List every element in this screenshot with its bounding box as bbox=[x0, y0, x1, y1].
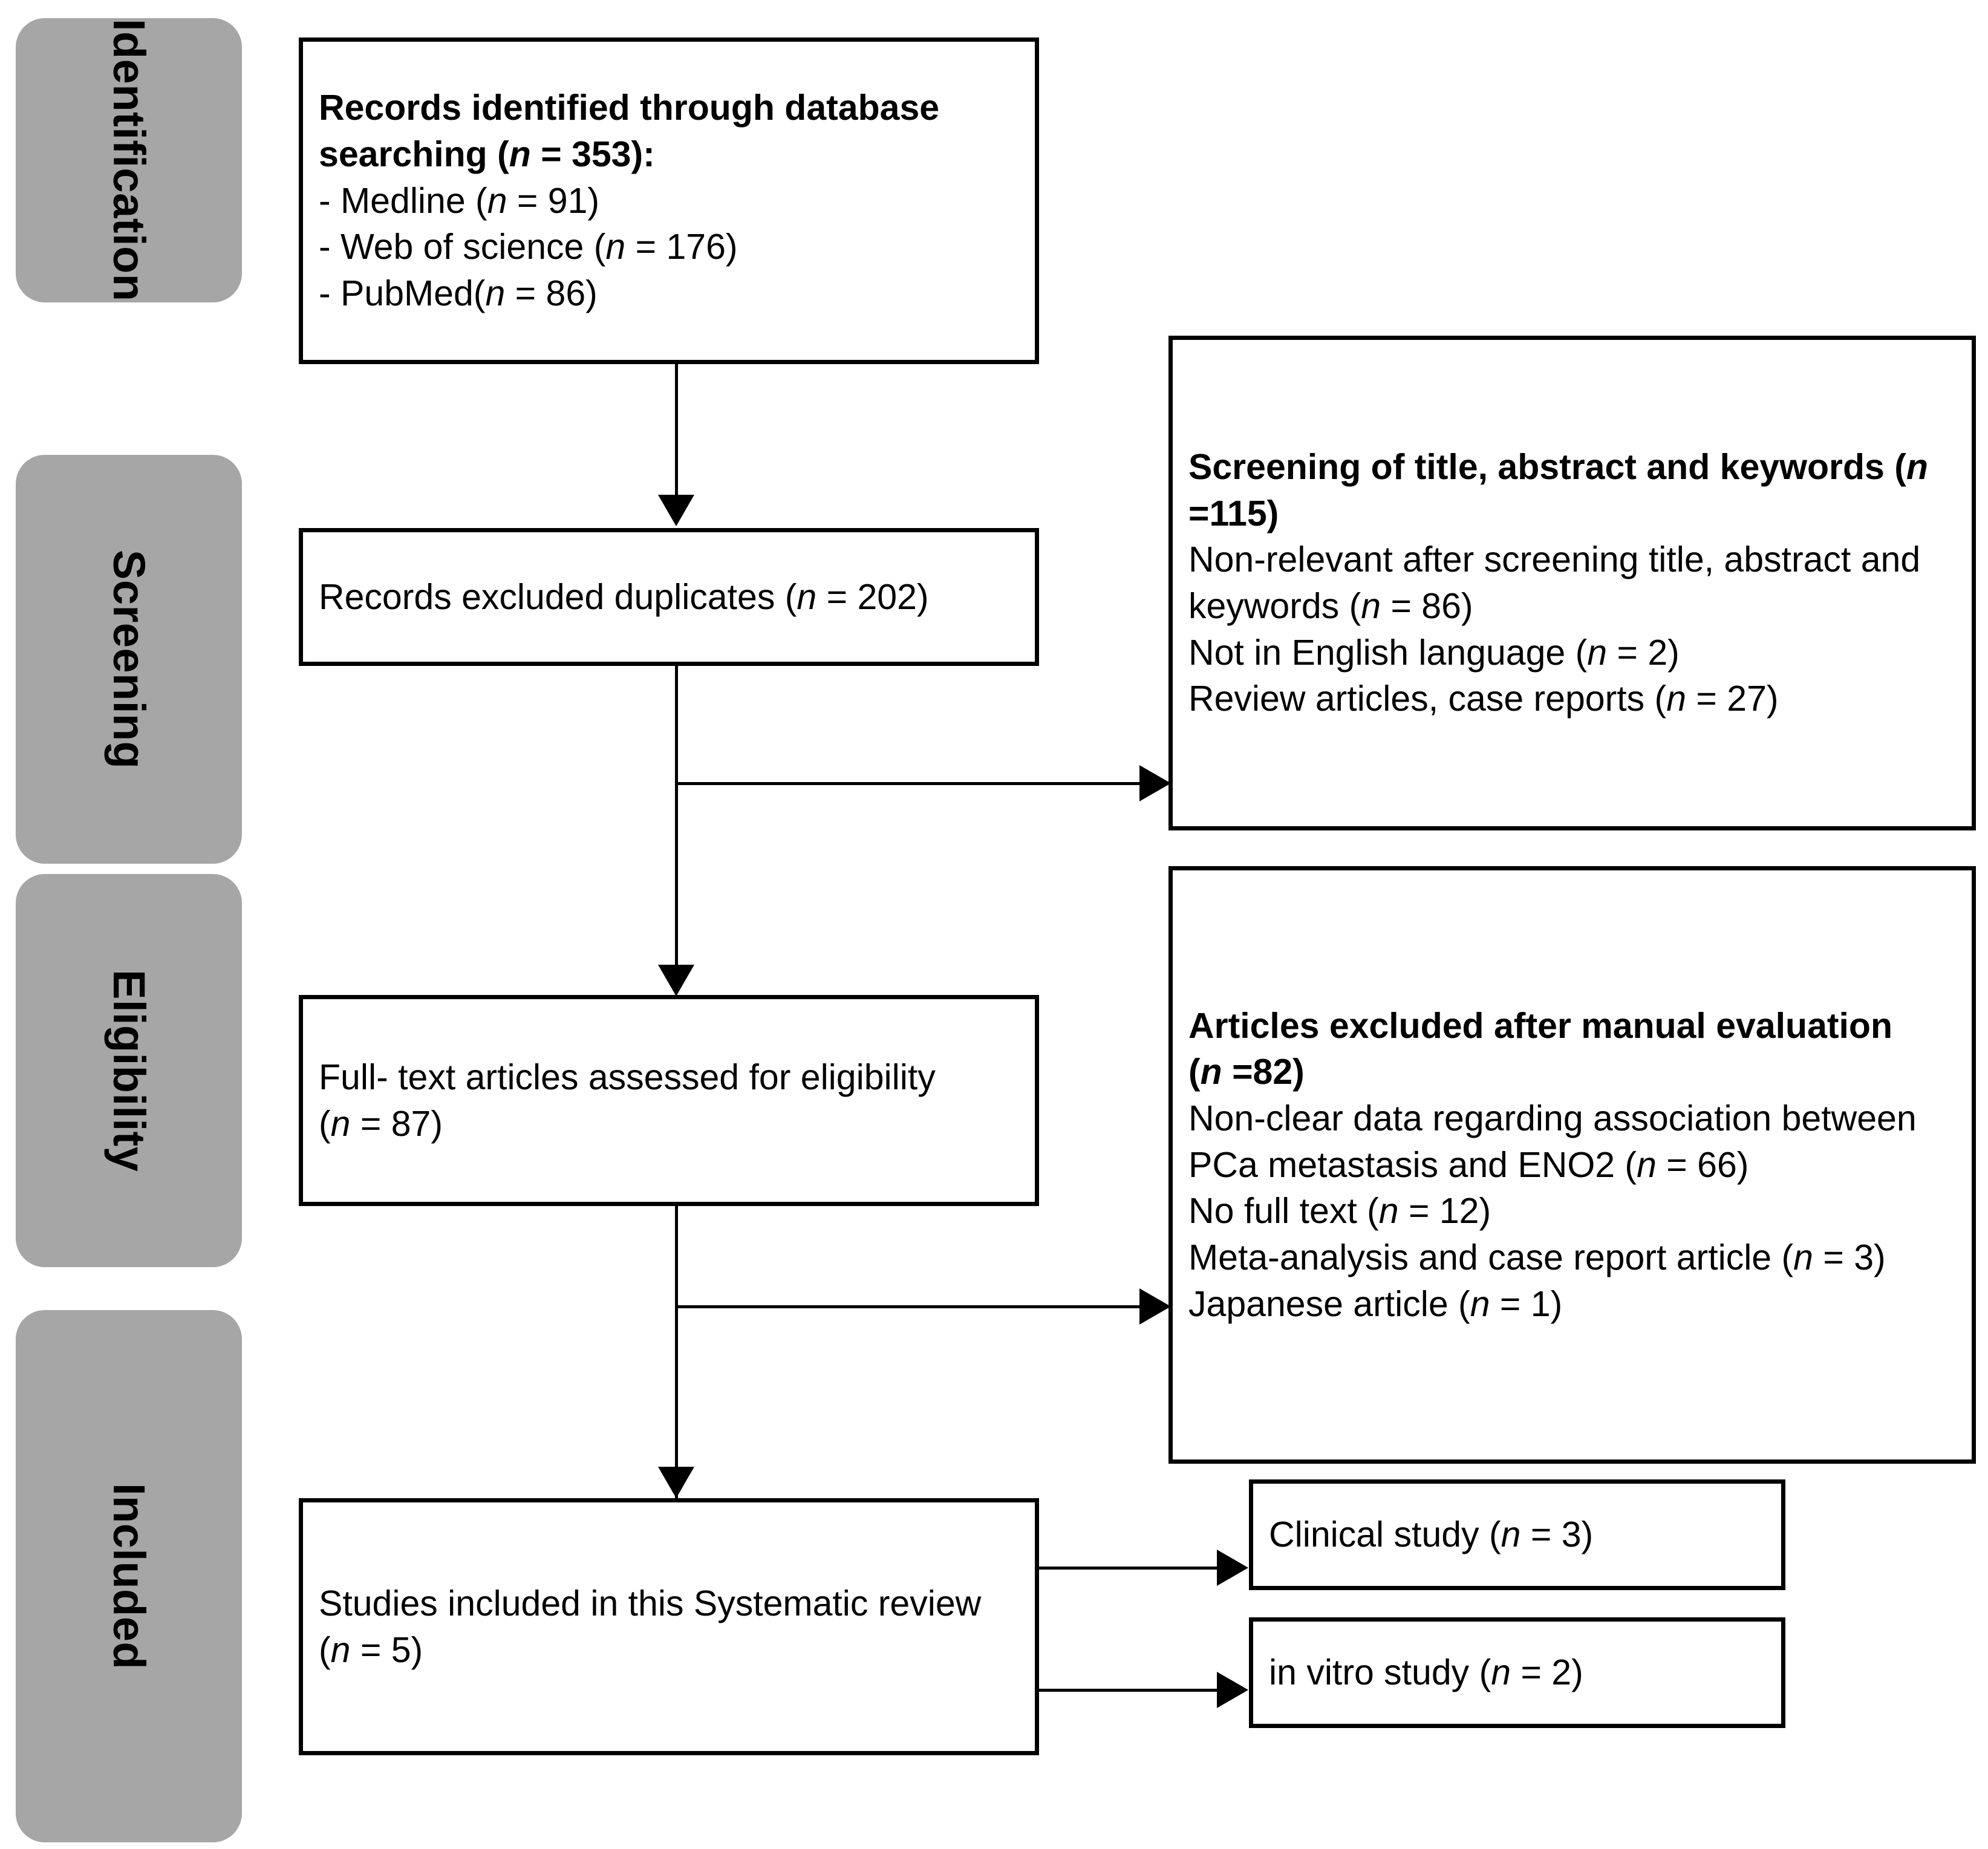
box-records-excluded-duplicates[interactable]: Records excluded duplicates (n = 202) bbox=[299, 528, 1039, 666]
records-identified-source-medline: - Medline (n = 91) bbox=[319, 180, 600, 221]
arrowhead-to-in-vitro-study bbox=[1217, 1672, 1248, 1708]
connector-to-clinical-study bbox=[1035, 1567, 1223, 1570]
box-fulltext-assessed-text: Full- text articles assessed for eligibi… bbox=[303, 1054, 1035, 1147]
phase-label-identification: Identification bbox=[104, 19, 154, 302]
box-manual-excluded-text: Articles excluded after manual evaluatio… bbox=[1173, 1003, 1972, 1328]
arrowhead-duplicates-to-fulltext bbox=[658, 965, 694, 996]
box-manual-excluded[interactable]: Articles excluded after manual evaluatio… bbox=[1168, 866, 1976, 1464]
connector-to-screening-excluded bbox=[675, 782, 1147, 785]
box-included-studies-text: Studies included in this Systematic revi… bbox=[319, 1583, 982, 1670]
box-records-excluded-duplicates-text: Records excluded duplicates (n = 202) bbox=[319, 576, 929, 617]
connector-to-manual-excluded bbox=[675, 1305, 1147, 1308]
box-records-identified[interactable]: Records identified through database sear… bbox=[299, 38, 1039, 364]
phase-bar-identification: Identification bbox=[16, 18, 242, 302]
box-in-vitro-study[interactable]: in vitro study (n = 2) bbox=[1249, 1617, 1785, 1728]
arrowhead-to-manual-excluded bbox=[1139, 1288, 1171, 1325]
connector-to-in-vitro-study bbox=[1035, 1689, 1223, 1692]
manual-excluded-reason-japanese: Japanese article (n = 1) bbox=[1188, 1283, 1563, 1324]
fulltext-assessed-heading: Full- text articles assessed for eligibi… bbox=[319, 1057, 936, 1097]
manual-excluded-reason-meta-analysis: Meta-analysis and case report article (n… bbox=[1188, 1238, 1886, 1278]
connector-duplicates-to-fulltext bbox=[675, 666, 678, 967]
connector-identified-to-duplicates bbox=[675, 363, 678, 497]
arrowhead-fulltext-to-included bbox=[658, 1467, 694, 1498]
fulltext-assessed-count: (n = 87) bbox=[319, 1103, 443, 1144]
records-identified-source-pubmed: - PubMed(n = 86) bbox=[319, 273, 598, 314]
screening-excluded-reason-reviews: Review articles, case reports (n = 27) bbox=[1188, 679, 1779, 719]
records-identified-source-web-of-science: - Web of science (n = 176) bbox=[319, 227, 738, 267]
box-clinical-study[interactable]: Clinical study (n = 3) bbox=[1249, 1479, 1785, 1590]
arrowhead-to-screening-excluded bbox=[1139, 765, 1171, 801]
connector-fulltext-to-included bbox=[675, 1206, 678, 1502]
box-in-vitro-study-text: in vitro study (n = 2) bbox=[1269, 1652, 1583, 1693]
box-fulltext-assessed[interactable]: Full- text articles assessed for eligibi… bbox=[299, 995, 1039, 1206]
phase-bar-included: Included bbox=[16, 1310, 242, 1842]
manual-excluded-reason-no-full-text: No full text (n = 12) bbox=[1188, 1191, 1491, 1231]
manual-excluded-reason-non-clear-data: Non-clear data regarding association bet… bbox=[1188, 1098, 1927, 1185]
box-screening-excluded[interactable]: Screening of title, abstract and keyword… bbox=[1168, 336, 1976, 830]
phase-label-included: Included bbox=[104, 1482, 154, 1670]
phase-bar-eligibility: Eligibility bbox=[16, 874, 242, 1267]
manual-excluded-count: (n =82) bbox=[1188, 1052, 1305, 1092]
phase-label-eligibility: Eligibility bbox=[104, 969, 154, 1172]
phase-label-screening: Screening bbox=[104, 549, 154, 769]
screening-excluded-reason-not-english: Not in English language (n = 2) bbox=[1188, 632, 1680, 673]
arrowhead-identified-to-duplicates bbox=[658, 495, 694, 526]
screening-excluded-reason-non-relevant: Non-relevant after screening title, abst… bbox=[1188, 540, 1931, 626]
arrowhead-to-clinical-study bbox=[1217, 1550, 1248, 1586]
box-clinical-study-text: Clinical study (n = 3) bbox=[1269, 1515, 1594, 1555]
manual-excluded-heading: Articles excluded after manual evaluatio… bbox=[1188, 1005, 1893, 1046]
records-identified-heading: Records identified through database sear… bbox=[319, 88, 950, 174]
box-screening-excluded-text: Screening of title, abstract and keyword… bbox=[1173, 444, 1972, 722]
box-records-identified-text: Records identified through database sear… bbox=[303, 85, 1035, 316]
phase-bar-screening: Screening bbox=[16, 455, 242, 864]
box-included-studies[interactable]: Studies included in this Systematic revi… bbox=[299, 1498, 1039, 1755]
screening-excluded-heading: Screening of title, abstract and keyword… bbox=[1188, 446, 1938, 533]
